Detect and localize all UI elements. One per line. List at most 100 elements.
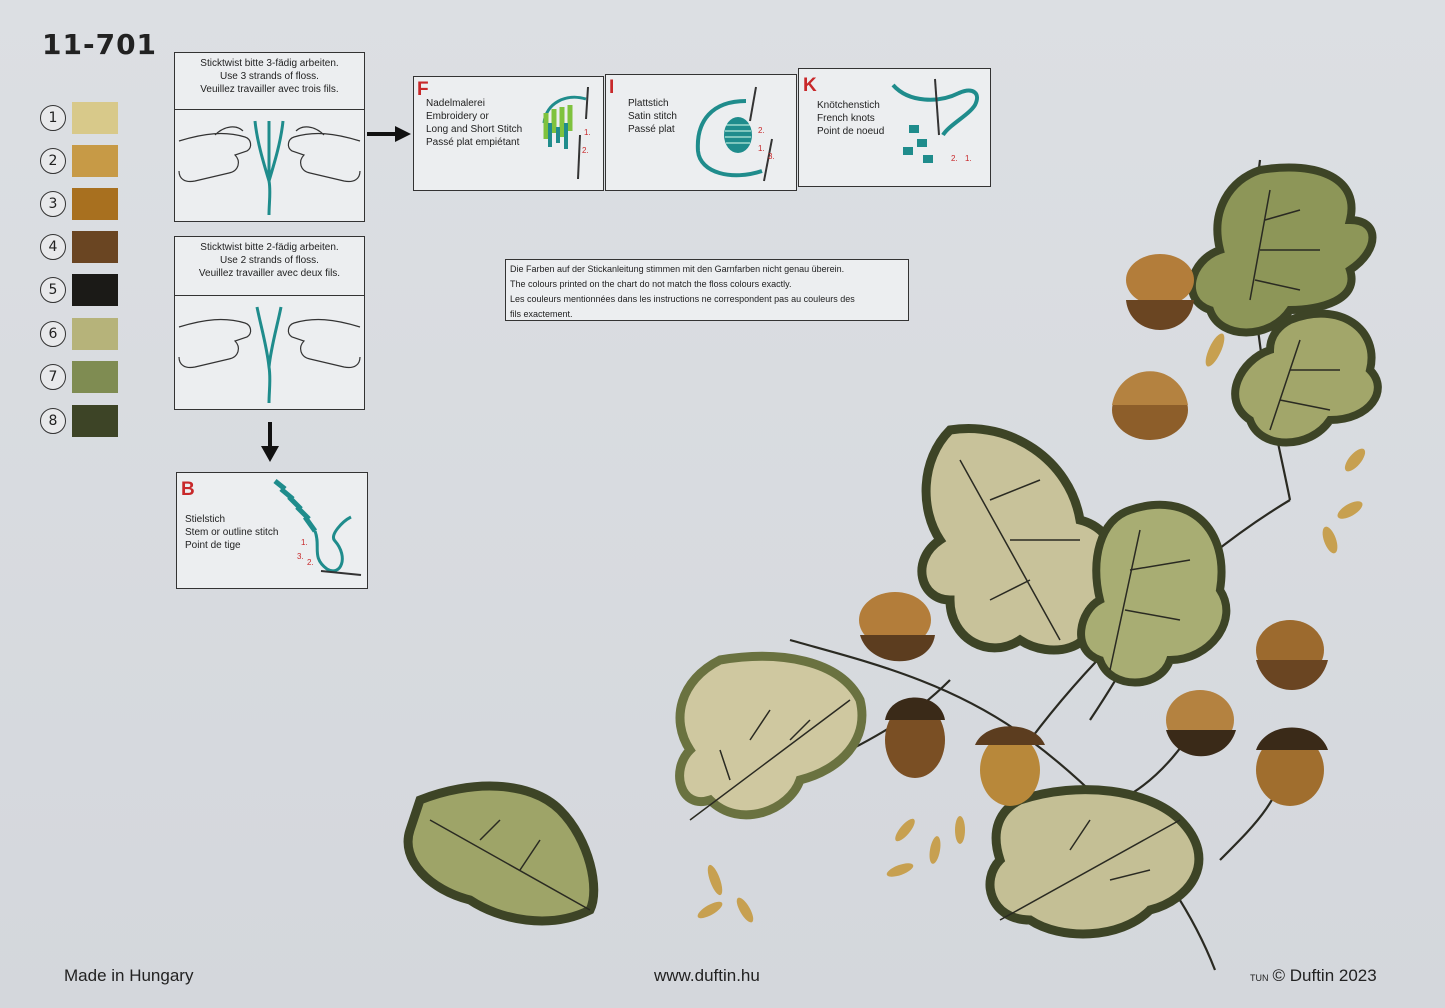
color-swatch (72, 231, 118, 263)
step-label: 1. (301, 538, 308, 547)
three-strands-box: Sticktwist bitte 3-fädig arbeiten. Use 3… (174, 52, 365, 222)
notice-text-de: Die Farben auf der Stickanleitung stimme… (510, 264, 845, 274)
color-key-row: 3 (40, 188, 130, 222)
three-strands-text: Sticktwist bitte 3-fädig arbeiten. Use 3… (175, 57, 364, 96)
color-key-row: 8 (40, 405, 130, 439)
made-in-label: Made in Hungary (64, 966, 194, 985)
hands-two-strands-illustration (178, 306, 361, 404)
notice-text-fr-2: fils exactement. (510, 309, 573, 319)
color-swatch (72, 145, 118, 177)
copyright: TUN© Duftin 2023 (1250, 966, 1377, 986)
copyright-text: © Duftin 2023 (1272, 966, 1377, 985)
step-label: 1. (584, 128, 591, 137)
acorn (1256, 727, 1328, 806)
stitch-description: Nadelmalerei Embroidery or Long and Shor… (426, 97, 522, 149)
two-strands-box: Sticktwist bitte 2-fädig arbeiten. Use 2… (174, 236, 365, 410)
stitch-name-fr: Point de tige (185, 540, 241, 551)
step-label: 2. (758, 126, 765, 135)
stitch-letter: B (181, 479, 195, 500)
strands-text-en: Use 3 strands of floss. (220, 71, 319, 82)
stitch-name-en: Stem or outline stitch (185, 527, 279, 538)
color-key-row: 7 (40, 361, 130, 395)
color-swatch (72, 318, 118, 350)
step-label: 3. (297, 552, 304, 561)
color-key-row: 4 (40, 231, 130, 265)
step-label: 2. (307, 558, 314, 567)
step-label: 3. (768, 152, 775, 161)
strands-text-fr: Veuillez travailler avec deux fils. (198, 268, 341, 279)
notice-text-fr: Les couleurs mentionnées dans les instru… (510, 294, 855, 304)
stitch-name-de: Plattstich (628, 98, 669, 109)
stitch-box-stem: B Stielstich Stem or outline stitch Poin… (176, 472, 368, 589)
step-label: 1. (758, 144, 765, 153)
leaf (1231, 309, 1382, 447)
divider (175, 295, 364, 296)
stitch-letter: K (803, 75, 817, 96)
stitch-name-de: Nadelmalerei (426, 98, 485, 109)
stitch-name-de: Stielstich (185, 514, 226, 525)
french-knot-diagram: 2. 1. (891, 78, 979, 163)
color-key-row: 1 (40, 102, 130, 136)
color-key-row: 6 (40, 318, 130, 352)
color-number: 4 (40, 234, 66, 260)
leaf (403, 781, 599, 926)
color-number: 2 (40, 148, 66, 174)
stitch-name-en-2: Long and Short Stitch (426, 124, 523, 135)
color-number: 1 (40, 105, 66, 131)
stitch-description: Stielstich Stem or outline stitch Point … (185, 513, 278, 552)
stitch-description: Knötchenstich French knots Point de noeu… (817, 99, 884, 138)
color-swatch (72, 102, 118, 134)
acorn (1112, 371, 1188, 440)
color-number: 7 (40, 364, 66, 390)
tun-mark: TUN (1250, 973, 1269, 983)
stitch-name-fr: Passé plat (628, 124, 675, 135)
small-satin-shapes (697, 333, 1366, 923)
stem-stitch-diagram: 1. 2. 3. (273, 479, 362, 576)
color-swatch (72, 188, 118, 220)
two-strands-text: Sticktwist bitte 2-fädig arbeiten. Use 2… (175, 241, 364, 280)
acorn (859, 592, 935, 662)
stitch-name-en: Satin stitch (628, 111, 677, 122)
oak-leaves-acorns-illustration (403, 159, 1382, 971)
color-swatch (72, 274, 118, 306)
leaf (917, 424, 1120, 655)
stitch-name-en: Embroidery or (426, 111, 489, 122)
leaf (1077, 500, 1231, 687)
hands-three-strands-illustration (178, 120, 361, 216)
stitch-box-long-and-short: F Nadelmalerei Embroidery or Long and Sh… (413, 76, 604, 191)
color-notice: Die Farben auf der Stickanleitung stimme… (505, 259, 909, 321)
stitch-name-fr: Passé plat empiétant (426, 137, 520, 148)
arrow-down-icon (261, 422, 279, 462)
color-number: 5 (40, 277, 66, 303)
stitch-letter: I (609, 77, 615, 98)
stitch-letter: F (417, 79, 429, 100)
color-swatch (72, 405, 118, 437)
color-number: 6 (40, 321, 66, 347)
acorn (1166, 690, 1236, 757)
notice-text-en: The colours printed on the chart do not … (510, 279, 792, 289)
color-key-row: 2 (40, 145, 130, 179)
satin-stitch-diagram: 2. 1. 3. (695, 86, 775, 182)
stitch-box-satin: I Plattstich Satin stitch Passé plat 2. … (605, 74, 797, 191)
strands-text-fr: Veuillez travailler avec trois fils. (200, 84, 339, 95)
strands-text-en: Use 2 strands of floss. (220, 255, 319, 266)
stitch-name-en: French knots (817, 113, 875, 124)
acorn (975, 726, 1045, 806)
acorn (885, 697, 945, 778)
color-swatch (72, 361, 118, 393)
long-short-stitch-diagram: 1. 2. (542, 86, 591, 180)
stitch-name-de: Knötchenstich (817, 100, 880, 111)
arrow-right-icon (367, 126, 411, 142)
leaf (675, 651, 867, 821)
acorn (1126, 254, 1194, 330)
stitch-name-fr: Point de noeud (817, 126, 885, 137)
stitch-description: Plattstich Satin stitch Passé plat (628, 97, 677, 136)
website-link[interactable]: www.duftin.hu (654, 966, 760, 985)
strands-text-de: Sticktwist bitte 2-fädig arbeiten. (200, 242, 339, 253)
step-label: 2. (582, 146, 589, 155)
color-number: 8 (40, 408, 66, 434)
stitch-box-french-knots: K Knötchenstich French knots Point de no… (798, 68, 991, 187)
color-number: 3 (40, 191, 66, 217)
step-label: 2. (951, 154, 958, 163)
acorn (1256, 620, 1328, 690)
